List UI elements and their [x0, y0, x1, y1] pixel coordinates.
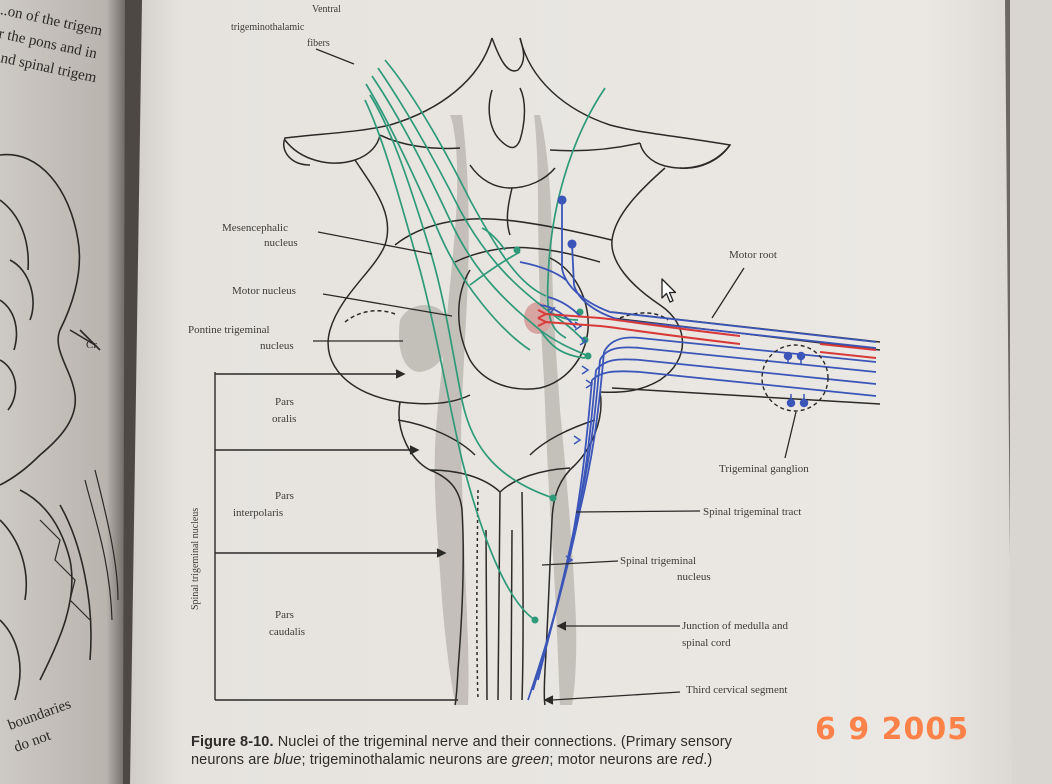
- caption-part-d: .): [703, 752, 713, 768]
- diagram-labels: Ventral trigeminothalamic fibers Mesence…: [188, 4, 809, 696]
- label-pars-caudalis-2: caudalis: [269, 626, 305, 638]
- label-pars-interpolaris-1: Pars: [275, 490, 294, 502]
- caption-main: Nuclei of the trigeminal nerve and their…: [273, 734, 733, 750]
- label-ventral-2: trigeminothalamic: [231, 22, 305, 33]
- label-spinal-trigeminal-nucleus-2: nucleus: [677, 571, 711, 583]
- label-pars-oralis-1: Pars: [275, 396, 294, 408]
- primary-sensory-neurons: [557, 195, 809, 408]
- label-spinal-trigeminal-tract: Spinal trigeminal tract: [703, 506, 801, 518]
- label-ventral-1: Ventral: [312, 4, 341, 15]
- label-pontine-2: nucleus: [260, 340, 294, 352]
- right-page: [128, 0, 1012, 784]
- right-edge-pages: [1010, 0, 1052, 784]
- label-spinal-trigeminal-nucleus-1: Spinal trigeminal: [620, 555, 696, 567]
- label-junction-1: Junction of medulla and: [682, 620, 789, 632]
- figure-caption: Figure 8-10. Nuclei of the trigeminal ne…: [191, 733, 971, 769]
- label-mesencephalic-2: nucleus: [264, 237, 298, 249]
- book-gutter: [123, 0, 142, 784]
- label-motor-root: Motor root: [729, 249, 777, 261]
- label-third-cervical: Third cervical segment: [686, 684, 787, 696]
- left-text-6: Cr: [86, 339, 97, 351]
- label-pars-oralis-2: oralis: [272, 413, 296, 425]
- spinal-nucleus-bracket: [214, 369, 458, 701]
- label-pontine-1: Pontine trigeminal: [188, 324, 270, 336]
- figure-number: Figure 8-10.: [191, 734, 274, 750]
- trigeminal-ganglion-circle: [761, 344, 829, 412]
- mouse-pointer-icon: [661, 278, 677, 309]
- label-pars-caudalis-1: Pars: [275, 609, 294, 621]
- label-ventral-3: fibers: [307, 38, 330, 49]
- caption-green: green: [511, 752, 550, 768]
- left-page: [0, 0, 125, 784]
- trigeminothalamic-fibers: [364, 59, 606, 621]
- leader-lines: [313, 48, 797, 705]
- label-junction-2: spinal cord: [682, 637, 731, 649]
- caption-part-b: ; trigeminothalamic neurons are: [301, 752, 512, 768]
- motor-fibers: [537, 309, 877, 359]
- left-page-face-sketch: [0, 153, 119, 701]
- caption-blue: blue: [273, 752, 302, 768]
- label-spinal-trigeminal-nucleus-vertical: Spinal trigeminal nucleus: [190, 508, 201, 610]
- caption-part-c: ; motor neurons are: [549, 752, 682, 768]
- camera-datestamp: 6 9 2005: [815, 712, 970, 747]
- caption-part-a: neurons are: [191, 752, 274, 768]
- label-pars-interpolaris-2: interpolaris: [233, 507, 283, 519]
- label-mesencephalic-1: Mesencephalic: [222, 222, 288, 234]
- sensory-arrowheads: [547, 306, 594, 565]
- label-trigeminal-ganglion: Trigeminal ganglion: [719, 463, 809, 475]
- label-motor-nucleus: Motor nucleus: [232, 285, 296, 297]
- caption-red: red: [681, 752, 704, 768]
- brainstem-diagram: Ventral trigeminothalamic fibers Mesence…: [188, 4, 881, 706]
